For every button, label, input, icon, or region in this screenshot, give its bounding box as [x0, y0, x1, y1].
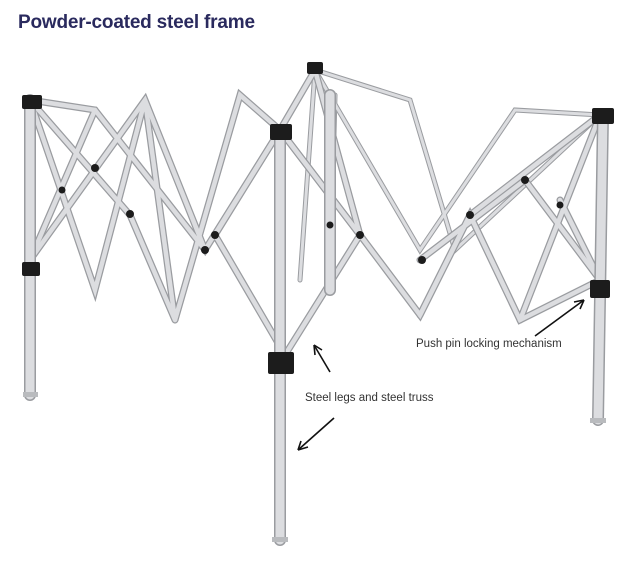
legs-up-arrow-icon: [313, 344, 331, 373]
page-title: Powder-coated steel frame: [18, 12, 255, 33]
callout-arrows: [297, 299, 585, 451]
callout-steel-legs: Steel legs and steel truss: [305, 392, 434, 404]
callout-push-pin: Push pin locking mechanism: [416, 338, 562, 350]
main-truss: [26, 66, 604, 359]
leg-feet: [23, 392, 606, 542]
steel-legs: [24, 89, 609, 546]
legs-down-arrow-icon: [297, 417, 335, 451]
pin-arrow-icon: [534, 299, 585, 337]
frame-joints: [22, 62, 614, 374]
